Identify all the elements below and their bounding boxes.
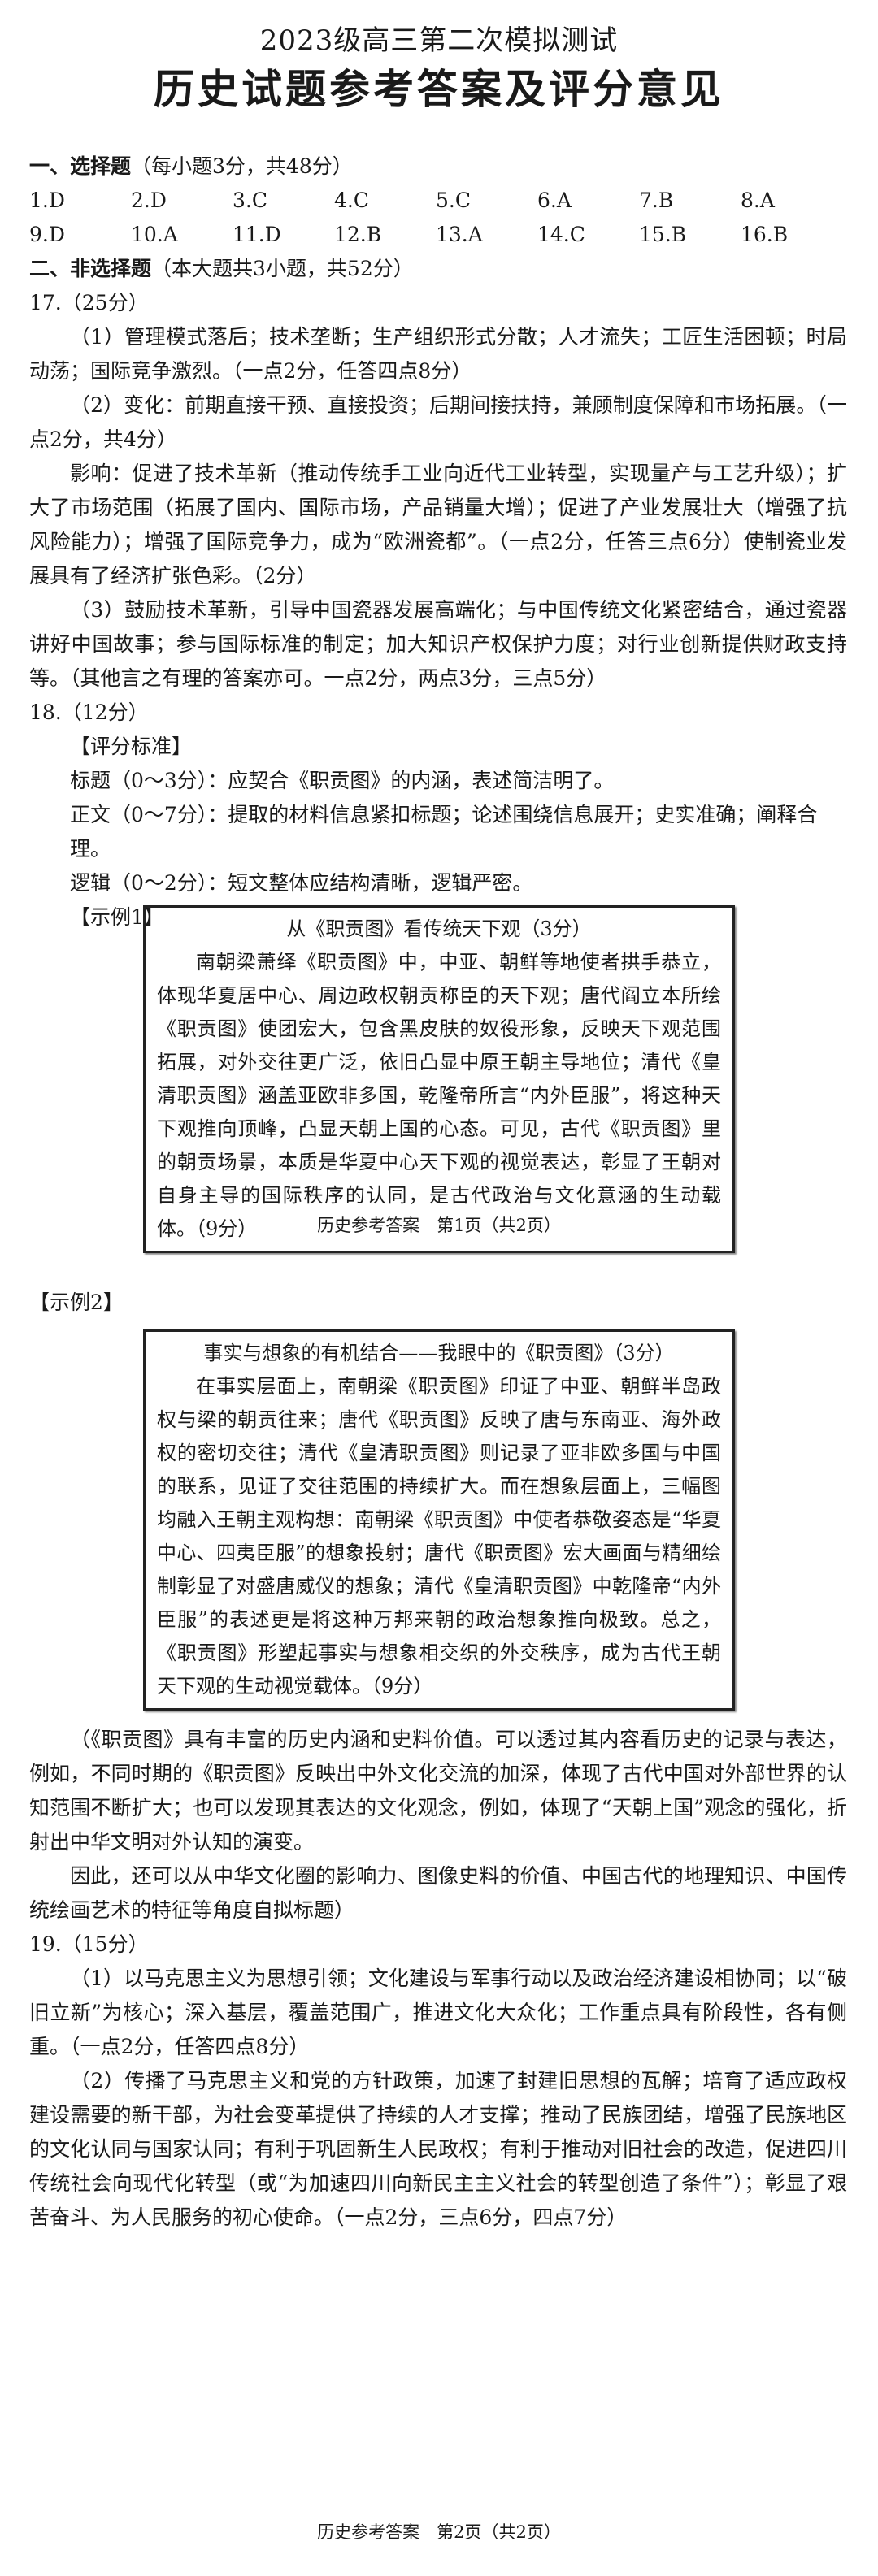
q18-note-continued: 因此，还可以从中华文化圈的影响力、图像史料的价值、中国古代的地理知识、中国传统绘… <box>29 1864 847 1922</box>
heading-note: （本大题共3小题，共52分） <box>151 257 414 280</box>
criteria-logic: 逻辑（0～2分）：短文整体应结构清晰，逻辑严密。 <box>70 871 533 895</box>
q17-impact: 影响：促进了技术革新（推动传统手工业向近代工业转型，实现量产与工艺升级）；扩大了… <box>29 462 847 588</box>
example-2-title: 事实与想象的有机结合——我眼中的《职贡图》（3分） <box>203 1342 675 1364</box>
page-1-content: 一、选择题（每小题3分，共48分） 1.D 2.D 3.C 4.C 5.C 6.A 7.B 8… <box>29 150 847 935</box>
q17-part1: （1）管理模式落后；技术垄断；生产组织形式分散；人才流失；工匠生活困顿；时局动荡… <box>29 325 847 383</box>
answer-item: 7.B <box>639 189 674 212</box>
page-footer-1: 历史参考答案 第1页（共2页） <box>317 1216 561 1235</box>
section-1-heading: 一、选择题（每小题3分，共48分） <box>29 150 847 184</box>
section-2-heading: 二、非选择题（本大题共3小题，共52分） <box>29 252 847 286</box>
answer-item: 10.A <box>131 223 178 246</box>
page-2-content: （《职贡图》具有丰富的历史内涵和史料价值。可以透过其内容看历史的记录与表达，例如… <box>29 1723 847 2235</box>
heading-text: 一、选择题 <box>29 154 132 178</box>
q19-label: 19.（15分） <box>29 1932 149 1956</box>
answer-grid: 1.D 2.D 3.C 4.C 5.C 6.A 7.B 8.A 9.D 10.A 11.D 12.B 1… <box>29 184 847 252</box>
q18-note: （《职贡图》具有丰富的历史内涵和史料价值。可以透过其内容看历史的记录与表达，例如… <box>29 1728 847 1854</box>
answer-item: 5.C <box>436 189 471 212</box>
answer-item: 14.C <box>537 223 585 246</box>
criteria-heading: 【评分标准】 <box>70 735 193 758</box>
q17-part2: （2）变化：前期直接干预、直接投资；后期间接扶持，兼顾制度保障和市场拓展。（一点… <box>29 393 847 451</box>
answer-item: 3.C <box>233 189 267 212</box>
example-1-box: 从《职贡图》看传统天下观（3分） 南朝梁萧绎《职贡图》中，中亚、朝鲜等地使者拱手… <box>143 905 735 1253</box>
q17-part3: （3）鼓励技术革新，引导中国瓷器发展高端化；与中国传统文化紧密结合，通过瓷器讲好… <box>29 598 847 690</box>
example-2-label: 【示例2】 <box>29 1290 124 1314</box>
example-1-title: 从《职贡图》看传统天下观（3分） <box>286 917 592 940</box>
example-2-box: 事实与想象的有机结合——我眼中的《职贡图》（3分） 在事实层面上，南朝梁《职贡图… <box>143 1329 735 1711</box>
heading-note: （每小题3分，共48分） <box>131 154 353 178</box>
answer-item: 15.B <box>639 223 687 246</box>
answer-item: 11.D <box>233 223 281 246</box>
document-subtitle: 历史试题参考答案及评分意见 <box>154 66 724 113</box>
answer-item: 16.B <box>741 223 789 246</box>
answer-item: 4.C <box>334 189 369 212</box>
criteria-title: 标题（0～3分）：应契合《职贡图》的内涵，表述简洁明了。 <box>70 769 615 792</box>
q19-part2: （2）传播了马克思主义和党的方针政策，加速了封建旧思想的瓦解；培育了适应政权建设… <box>29 2069 847 2229</box>
answer-item: 13.A <box>436 223 483 246</box>
answer-item: 8.A <box>741 189 775 212</box>
example-2-body: 在事实层面上，南朝梁《职贡图》印证了中亚、朝鲜半岛政权与梁的朝贡往来；唐代《职贡… <box>157 1375 721 1698</box>
document-title: 2023级高三第二次模拟测试 <box>259 24 619 57</box>
q19-part1: （1）以马克思主义为思想引领；文化建设与军事行动以及政治经济建设相协同；以“破旧… <box>29 1967 847 2058</box>
q17-label: 17.（25分） <box>29 291 149 314</box>
page-footer-2: 历史参考答案 第2页（共2页） <box>317 2522 561 2542</box>
answer-item: 9.D <box>29 223 65 246</box>
example-1-label: 【示例1】 <box>70 905 164 929</box>
criteria-body: 正文（0～7分）：提取的材料信息紧扣标题；论述围绕信息展开；史实准确；阐释合理。 <box>70 803 818 861</box>
example-1-body: 南朝梁萧绎《职贡图》中，中亚、朝鲜等地使者拱手恭立，体现华夏居中心、周边政权朝贡… <box>157 951 721 1240</box>
answer-item: 12.B <box>334 223 382 246</box>
heading-text: 二、非选择题 <box>29 257 152 280</box>
answer-item: 1.D <box>29 189 65 212</box>
answer-item: 6.A <box>537 189 572 212</box>
q18-label: 18.（12分） <box>29 700 149 724</box>
example-2-label-wrap: 【示例2】 <box>29 1286 847 1320</box>
answer-item: 2.D <box>131 189 167 212</box>
